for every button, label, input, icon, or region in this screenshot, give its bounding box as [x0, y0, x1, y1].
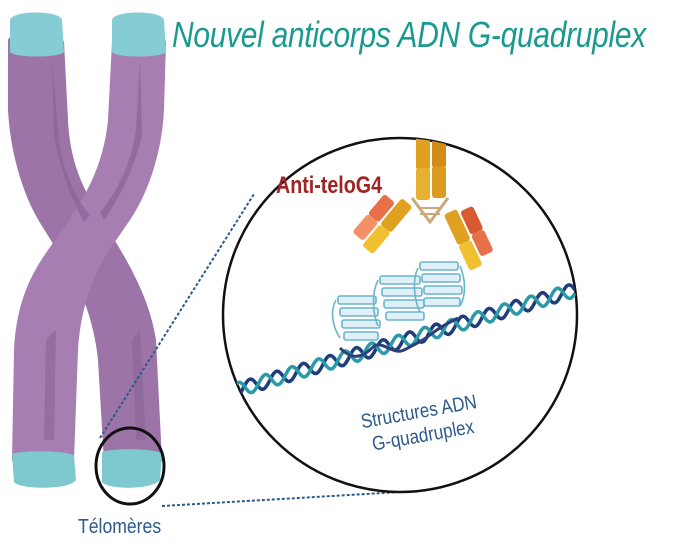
telomere-cap: [12, 451, 76, 488]
figure-title: Nouvel anticorps ADN G-quadruplex: [172, 14, 646, 55]
g-quadruplex-loop: [338, 316, 459, 358]
antibody-label: Anti-teloG4: [276, 172, 383, 199]
chromosome-shade: [44, 330, 56, 440]
zoom-line-bottom: [161, 491, 401, 507]
telomere-cap: [10, 12, 64, 57]
antibody-anti-telog4: [353, 138, 493, 270]
zoom-contents: [228, 138, 577, 399]
dna-strand-a: [228, 283, 577, 399]
chromosome-shade: [100, 60, 142, 220]
chromosome-shade: [52, 60, 90, 222]
telomeres-label: Télomères: [78, 516, 162, 538]
zoom-line-top: [99, 193, 255, 439]
telomere-highlight-circle: [94, 426, 166, 506]
chromosome-shade: [132, 330, 146, 440]
dna-strand-b: [228, 286, 577, 397]
telomere-cap: [112, 12, 166, 57]
g-quadruplex-structure: [331, 261, 466, 341]
telomere-cap: [102, 449, 162, 488]
chromosome: [8, 12, 166, 488]
